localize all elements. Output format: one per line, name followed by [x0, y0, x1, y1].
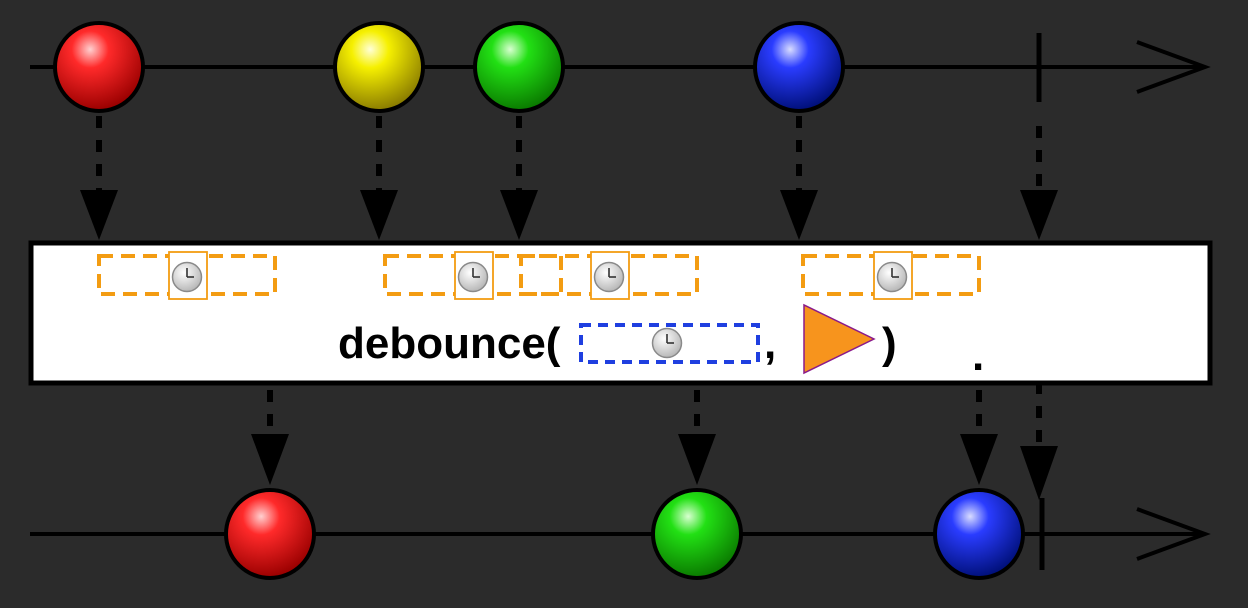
operator-box: debounce( , ) . [28, 240, 1213, 386]
output-arrowhead-green [678, 434, 716, 485]
input-marble-red [53, 21, 145, 113]
clock-icon [171, 261, 203, 293]
input-arrowhead-blue [780, 190, 818, 240]
clock-icon [593, 261, 625, 293]
input-marble-green [473, 21, 565, 113]
input-arrowhead-complete [1020, 190, 1058, 240]
output-marble-blue [933, 488, 1025, 580]
input-arrows [96, 116, 1042, 196]
operator-separator: , [764, 319, 776, 368]
clock-icon [876, 261, 908, 293]
input-marble-blue [753, 21, 845, 113]
output-arrowhead-complete [1020, 446, 1058, 500]
time-argument-box [579, 323, 760, 364]
output-arrowhead-blue [960, 434, 998, 485]
input-timeline-arrowhead [1136, 40, 1211, 94]
output-timeline-arrowhead [1136, 507, 1211, 561]
trailing-mark: . [972, 331, 984, 380]
input-timeline [30, 21, 1211, 113]
output-marble-green [651, 488, 743, 580]
output-arrowhead-red [251, 434, 289, 485]
operator-close: ) [882, 319, 897, 368]
operator-name: debounce( [338, 319, 561, 368]
clock-icon [457, 261, 489, 293]
clock-icon [651, 327, 683, 359]
orange-triangle-icon [803, 303, 876, 375]
input-marble-yellow [333, 21, 425, 113]
output-arrows [267, 382, 1042, 452]
input-arrowheads [80, 190, 1058, 240]
output-timeline [30, 488, 1211, 580]
input-arrowhead-red [80, 190, 118, 240]
input-arrowhead-yellow [360, 190, 398, 240]
output-marble-red [224, 488, 316, 580]
input-arrowhead-green [500, 190, 538, 240]
output-arrowheads [251, 434, 1058, 500]
